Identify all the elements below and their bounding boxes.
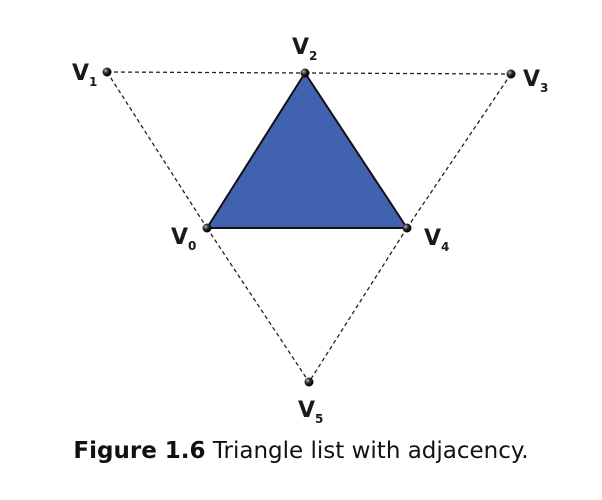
vertex-labels: V0 V1 V2 V3 V4 V5 — [72, 35, 548, 426]
vertex-label-v2: V2 — [292, 35, 317, 63]
vertex-label-v5: V5 — [298, 398, 323, 426]
edge-v3-v4 — [406, 73, 512, 229]
vertex-dot-v1 — [102, 67, 112, 77]
adjacency-edges — [106, 71, 512, 383]
figure-caption-text: Triangle list with adjacency. — [212, 438, 529, 464]
vertex-label-v0: V0 — [171, 225, 196, 253]
primary-triangle — [206, 72, 408, 229]
edge-v4-v5 — [308, 227, 408, 383]
triangle-adjacency-diagram: V0 V1 V2 V3 V4 V5 — [72, 35, 548, 426]
vertex-dots — [102, 67, 516, 387]
vertex-label-v1: V1 — [72, 61, 97, 89]
figure-caption-label: Figure 1.6 — [73, 438, 206, 464]
vertex-dot-v4 — [402, 223, 412, 233]
edge-v2-v3 — [304, 72, 512, 75]
edge-v1-v2 — [106, 71, 306, 74]
vertex-label-v4: V4 — [424, 226, 449, 254]
vertex-dot-v2 — [300, 68, 310, 78]
edge-v0-v5 — [206, 227, 310, 383]
vertex-dot-v0 — [202, 223, 212, 233]
vertex-label-v3: V3 — [523, 67, 548, 95]
vertex-dot-v3 — [506, 69, 516, 79]
figure-caption: Figure 1.6 Triangle list with adjacency. — [0, 438, 602, 464]
vertex-dot-v5 — [304, 377, 314, 387]
edge-v1-v0 — [106, 71, 208, 229]
